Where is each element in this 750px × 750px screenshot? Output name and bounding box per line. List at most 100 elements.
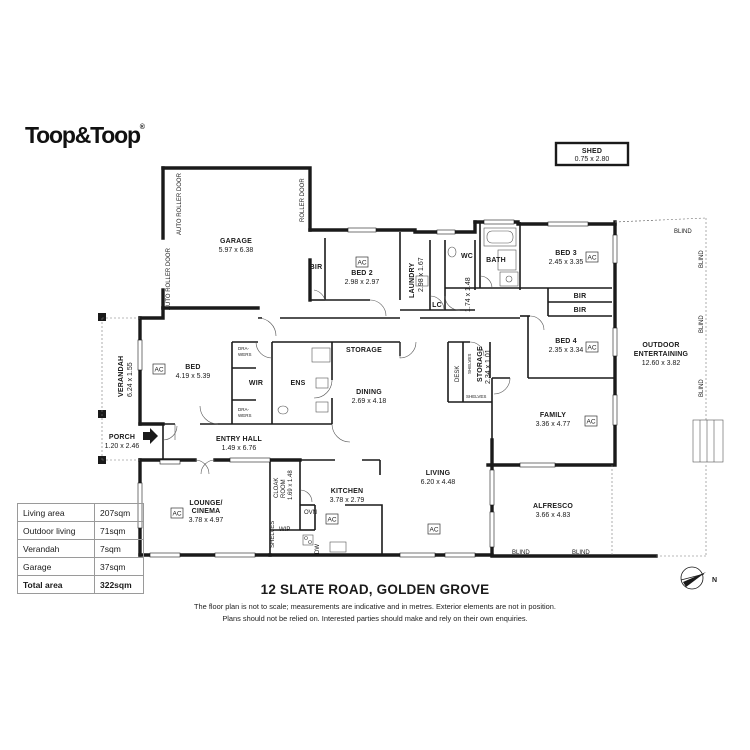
fixtures xyxy=(98,217,724,557)
kitchen-label: KITCHEN xyxy=(331,488,364,495)
blind-label-b1: BLIND xyxy=(512,550,530,556)
ac-bed: AC xyxy=(154,367,163,374)
property-address: 12 SLATE ROAD, GOLDEN GROVE xyxy=(260,582,490,597)
shed-dims: 0.75 x 2.80 xyxy=(575,156,610,163)
alfresco-label: ALFRESCO xyxy=(533,503,573,510)
storage-label: STORAGE xyxy=(346,347,382,354)
shelves-label-2: SHELVES xyxy=(466,394,486,399)
bed4-label: BED 4 xyxy=(555,338,577,345)
lc-label: LC xyxy=(432,302,442,309)
wc-label: WC xyxy=(461,253,473,260)
family-dims: 3.36 x 4.77 xyxy=(536,421,571,428)
disclaimer-line-2: Plans should not be relied on. Intereste… xyxy=(222,613,528,623)
drawers-label-1a: DRA- xyxy=(238,346,250,351)
compass-north-label: N xyxy=(712,577,717,584)
bed2-dims: 2.98 x 2.97 xyxy=(345,279,380,286)
bed-dims: 4.19 x 5.39 xyxy=(176,373,211,380)
drawers-label-1b: WERS xyxy=(238,352,252,357)
auto-roller-door-label-1: AUTO ROLLER DOOR xyxy=(166,247,172,310)
shed-label: SHED xyxy=(582,148,602,155)
lounge-label-2: CINEMA xyxy=(192,508,221,515)
garage-dims: 5.97 x 6.38 xyxy=(219,247,254,254)
entry-hall-dims: 1.49 x 6.76 xyxy=(222,445,257,452)
living-label: LIVING xyxy=(426,470,451,477)
dw-label: DW xyxy=(315,544,321,554)
ac-bed3: AC xyxy=(587,255,596,262)
area-row: Garage 37sqm xyxy=(17,557,144,576)
room-labels: GARAGE 5.97 x 6.38 AUTO ROLLER DOOR AUTO… xyxy=(105,172,705,556)
verandah-label: VERANDAH xyxy=(118,356,125,397)
blind-label-top: BLIND xyxy=(674,229,692,235)
storage2-label: STORAGE xyxy=(477,346,484,382)
living-dims: 6.20 x 4.48 xyxy=(421,479,456,486)
area-row: Outdoor living 71sqm xyxy=(17,521,144,540)
wir-label: WIR xyxy=(249,380,263,387)
brand-logo: Toop&Toop® xyxy=(25,122,145,149)
area-value: 7sqm xyxy=(94,539,144,558)
area-row: Verandah 7sqm xyxy=(17,539,144,558)
ac-markers: AC AC AC AC AC AC AC AC xyxy=(152,251,599,535)
bed3-label: BED 3 xyxy=(555,250,577,257)
blind-label-b2: BLIND xyxy=(572,550,590,556)
porch-dims: 1.20 x 2.46 xyxy=(105,443,140,450)
wc-dims: 1.74 x 1.48 xyxy=(465,277,472,312)
wip-label: WIP xyxy=(279,527,290,533)
outdoor-label-2: ENTERTAINING xyxy=(634,351,689,358)
kitchen-dims: 3.78 x 2.79 xyxy=(330,497,365,504)
outdoor-label: OUTDOOR xyxy=(642,342,679,349)
cloak-label: CLOAK xyxy=(274,478,280,498)
outdoor-dims: 12.60 x 3.82 xyxy=(642,360,681,367)
bed-label: BED xyxy=(185,364,200,371)
family-label: FAMILY xyxy=(540,412,566,419)
bir-bed4-label: BIR xyxy=(574,307,587,314)
area-label: Outdoor living xyxy=(17,521,95,540)
lounge-label: LOUNGE/ xyxy=(189,500,222,507)
verandah-dims: 6.24 x 1.55 xyxy=(127,362,134,397)
ac-bed2: AC xyxy=(357,260,366,267)
area-value: 71sqm xyxy=(94,521,144,540)
auto-roller-door-label-2: AUTO ROLLER DOOR xyxy=(177,172,183,235)
cloak-label-2: ROOM xyxy=(281,479,287,498)
compass-icon: N xyxy=(680,566,717,590)
brand-trademark: ® xyxy=(139,124,145,131)
total-value: 322sqm xyxy=(94,575,144,594)
garage-label: GARAGE xyxy=(220,238,252,245)
dining-dims: 2.69 x 4.18 xyxy=(352,398,387,405)
bed3-dims: 2.45 x 3.35 xyxy=(549,259,584,266)
windows xyxy=(137,219,618,558)
area-row: Living area 207sqm xyxy=(17,503,144,522)
porch-label: PORCH xyxy=(109,434,135,441)
ac-living: AC xyxy=(429,527,438,534)
lounge-dims: 3.78 x 4.97 xyxy=(189,517,224,524)
area-label: Verandah xyxy=(17,539,95,558)
shelves-label-3: SHELVES xyxy=(270,521,276,548)
area-value: 207sqm xyxy=(94,503,144,522)
ac-family: AC xyxy=(586,419,595,426)
roller-door-label: ROLLER DOOR xyxy=(300,178,306,222)
doors xyxy=(162,275,545,503)
ac-kitchen: AC xyxy=(327,517,336,524)
laundry-label: LAUNDRY xyxy=(409,263,416,298)
area-summary-table: Living area 207sqm Outdoor living 71sqm … xyxy=(17,503,144,594)
blind-label-r1: BLIND xyxy=(699,250,705,268)
bir-garage-label: BIR xyxy=(310,264,323,271)
blind-label-r2: BLIND xyxy=(699,315,705,333)
ac-bed4: AC xyxy=(587,345,596,352)
entry-arrow-icon xyxy=(143,428,158,444)
disclaimer-line-1: The floor plan is not to scale; measurem… xyxy=(194,602,556,611)
alfresco-dims: 3.66 x 4.83 xyxy=(536,512,571,519)
bath-label: BATH xyxy=(486,257,506,264)
storage2-dims: 2.34 x 1.01 xyxy=(485,349,492,384)
ens-label: ENS xyxy=(291,380,306,387)
bed2-label: BED 2 xyxy=(351,270,373,277)
entry-hall-label: ENTRY HALL xyxy=(216,436,262,443)
drawers-label-2b: WERS xyxy=(238,413,252,418)
oven-label: OVN xyxy=(304,510,317,516)
cloak-dims: 1.69 x 1.48 xyxy=(288,470,294,500)
bir-bed3-label: BIR xyxy=(574,293,587,300)
ac-lounge: AC xyxy=(172,511,181,518)
bed4-dims: 2.35 x 3.34 xyxy=(549,347,584,354)
shed: SHED 0.75 x 2.80 xyxy=(554,141,630,167)
brand-name: Toop&Toop xyxy=(25,122,141,148)
